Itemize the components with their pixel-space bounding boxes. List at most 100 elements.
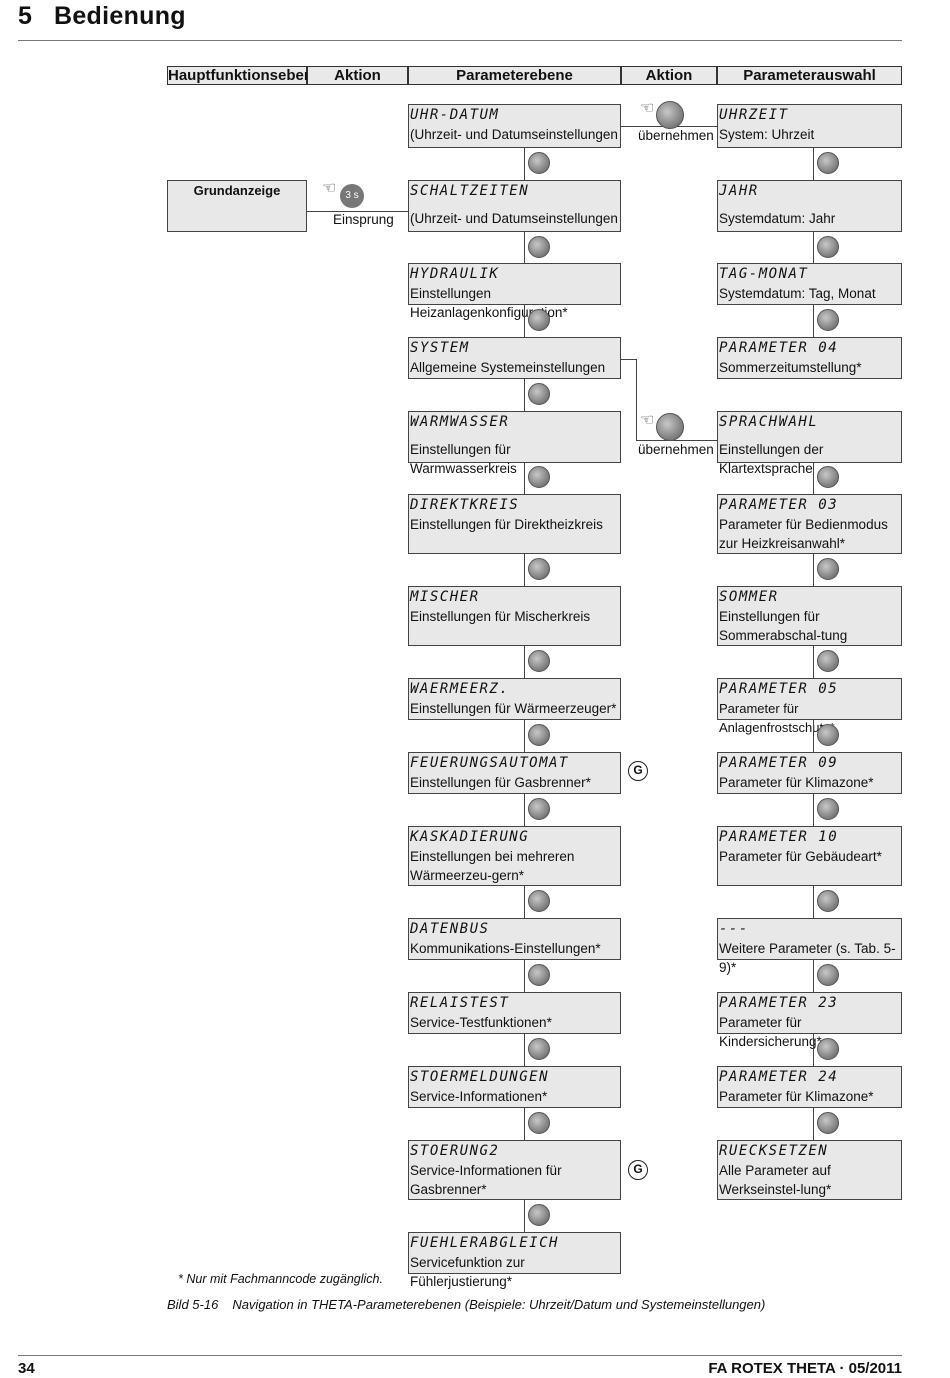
param-select-box: PARAMETER 24 Parameter für Klimazone* bbox=[717, 1066, 902, 1108]
gas-burner-g-icon: G bbox=[628, 1160, 648, 1180]
connector bbox=[524, 1200, 525, 1232]
rotary-knob-icon bbox=[817, 1112, 839, 1134]
lcd-text: KASKADIERUNG bbox=[410, 829, 530, 845]
rotary-knob-icon bbox=[817, 466, 839, 488]
param-level-box: FEUERUNGSAUTOMAT Einstellungen für Gasbr… bbox=[408, 752, 621, 794]
rotary-knob-icon bbox=[817, 890, 839, 912]
rotary-knob-icon bbox=[528, 798, 550, 820]
page-number: 34 bbox=[18, 1360, 35, 1377]
lcd-text: MISCHER bbox=[410, 589, 480, 605]
param-select-box: PARAMETER 04 Sommerzeitumstellung* bbox=[717, 337, 902, 379]
lcd-text: PARAMETER 09 bbox=[719, 755, 839, 771]
connector bbox=[524, 379, 525, 411]
connector bbox=[813, 305, 814, 337]
connector bbox=[307, 211, 408, 212]
rotary-knob-icon bbox=[817, 236, 839, 258]
grundanzeige-label: Grundanzeige bbox=[193, 183, 281, 198]
lcd-text: PARAMETER 03 bbox=[719, 497, 839, 513]
rotary-knob-icon bbox=[817, 964, 839, 986]
caption-text: Navigation in THETA-Parameterebenen (Bei… bbox=[232, 1297, 766, 1312]
param-description: Einstellungen für Sommerabschal-tung bbox=[719, 609, 848, 643]
param-description: Parameter für Bedienmodus zur Heizkreisa… bbox=[719, 517, 888, 551]
col-header-action-2: Aktion bbox=[621, 66, 717, 85]
einsprung-label: Einsprung bbox=[333, 212, 394, 227]
lcd-text: TAG-MONAT bbox=[719, 266, 809, 282]
connector bbox=[813, 720, 814, 752]
pointing-hand-icon: ☜ bbox=[322, 180, 337, 197]
param-select-box: UHRZEIT System: Uhrzeit bbox=[717, 104, 902, 148]
lcd-text: DATENBUS bbox=[410, 921, 490, 937]
rotary-knob-icon bbox=[528, 1204, 550, 1226]
rotary-knob-icon bbox=[656, 101, 684, 129]
rotary-knob-icon bbox=[817, 309, 839, 331]
param-level-box: MISCHER Einstellungen für Mischerkreis bbox=[408, 586, 621, 646]
param-description: Sommerzeitumstellung* bbox=[719, 360, 862, 375]
connector bbox=[524, 1034, 525, 1066]
param-description: Parameter für Kindersicherung* bbox=[719, 1015, 822, 1049]
param-level-box: KASKADIERUNG Einstellungen bei mehreren … bbox=[408, 826, 621, 886]
param-description: Service-Informationen für Gasbrenner* bbox=[410, 1163, 562, 1197]
lcd-text: STOERUNG2 bbox=[410, 1143, 500, 1159]
uebernehmen-label: übernehmen bbox=[638, 128, 714, 143]
lcd-text: WARMWASSER bbox=[410, 414, 510, 430]
rotary-knob-icon bbox=[528, 1112, 550, 1134]
lcd-text: WAERMEERZ. bbox=[410, 681, 510, 697]
param-level-box: RELAISTEST Service-Testfunktionen* bbox=[408, 992, 621, 1034]
lcd-text: SOMMER bbox=[719, 589, 779, 605]
connector bbox=[813, 960, 814, 992]
param-description: Einstellungen für Mischerkreis bbox=[410, 609, 591, 624]
connector bbox=[621, 359, 637, 360]
param-level-box: FUEHLERABGLEICH Servicefunktion zur Fühl… bbox=[408, 1232, 621, 1289]
rotary-knob-icon bbox=[528, 964, 550, 986]
lcd-text: PARAMETER 10 bbox=[719, 829, 839, 845]
rotary-knob-icon bbox=[817, 558, 839, 580]
param-description: Weitere Parameter (s. Tab. 5-9)* bbox=[719, 941, 896, 975]
param-level-box: WARMWASSER Einstellungen für Warmwasserk… bbox=[408, 411, 621, 476]
lcd-text: STOERMELDUNGEN bbox=[410, 1069, 550, 1085]
connector bbox=[524, 886, 525, 918]
param-level-box: STOERUNG2 Service-Informationen für Gasb… bbox=[408, 1140, 621, 1200]
param-description: Service-Informationen* bbox=[410, 1089, 548, 1104]
param-level-box: UHR-DATUM (Uhrzeit- und Datumseinstellun… bbox=[408, 104, 621, 148]
connector bbox=[813, 463, 814, 494]
param-select-box: PARAMETER 05 Parameter für Anlagenfrosts… bbox=[717, 678, 902, 735]
connector bbox=[813, 148, 814, 180]
rotary-knob-icon bbox=[817, 798, 839, 820]
connector bbox=[524, 232, 525, 263]
param-description: Allgemeine Systemeinstellungen bbox=[410, 360, 606, 375]
lcd-text: --- bbox=[719, 921, 749, 937]
param-description: Parameter für Gebäudeart* bbox=[719, 849, 882, 864]
param-description: (Uhrzeit- und Datumseinstellungen bbox=[410, 211, 618, 226]
connector bbox=[524, 305, 525, 337]
connector bbox=[524, 463, 525, 494]
connector bbox=[524, 554, 525, 586]
rotary-knob-icon bbox=[656, 413, 684, 441]
param-level-box: SCHALTZEITEN (Uhrzeit- und Datumseinstel… bbox=[408, 180, 621, 232]
param-description: Einstellungen Heizanlagenkonfiguration* bbox=[410, 286, 568, 320]
param-select-box: TAG-MONAT Systemdatum: Tag, Monat bbox=[717, 263, 902, 305]
param-description: (Uhrzeit- und Datumseinstellungen bbox=[410, 127, 618, 142]
connector bbox=[636, 440, 717, 441]
param-select-box: --- Weitere Parameter (s. Tab. 5-9)* bbox=[717, 918, 902, 975]
param-description: Parameter für Klimazone* bbox=[719, 775, 874, 790]
footer-rule bbox=[18, 1355, 902, 1356]
lcd-text: RUECKSETZEN bbox=[719, 1143, 829, 1159]
param-level-box: DATENBUS Kommunikations-Einstellungen* bbox=[408, 918, 621, 960]
pointing-hand-icon: ☜ bbox=[640, 100, 655, 117]
param-description: Alle Parameter auf Werkseinstel-lung* bbox=[719, 1163, 832, 1197]
chapter-title: Bedienung bbox=[54, 2, 186, 30]
param-description: System: Uhrzeit bbox=[719, 127, 815, 142]
param-select-box: RUECKSETZEN Alle Parameter auf Werkseins… bbox=[717, 1140, 902, 1200]
connector bbox=[813, 232, 814, 263]
lcd-text: RELAISTEST bbox=[410, 995, 510, 1011]
param-level-box: WAERMEERZ. Einstellungen für Wärmeerzeug… bbox=[408, 678, 621, 720]
grundanzeige-box: Grundanzeige bbox=[167, 180, 307, 232]
lcd-text: DIREKTKREIS bbox=[410, 497, 520, 513]
connector bbox=[636, 359, 637, 440]
param-select-box: PARAMETER 10 Parameter für Gebäudeart* bbox=[717, 826, 902, 886]
param-description: Parameter für Klimazone* bbox=[719, 1089, 874, 1104]
rotary-knob-icon bbox=[528, 558, 550, 580]
param-level-box: SYSTEM Allgemeine Systemeinstellungen bbox=[408, 337, 621, 379]
lcd-text: UHR-DATUM bbox=[410, 107, 500, 123]
param-description: Einstellungen für Gasbrenner* bbox=[410, 775, 591, 790]
